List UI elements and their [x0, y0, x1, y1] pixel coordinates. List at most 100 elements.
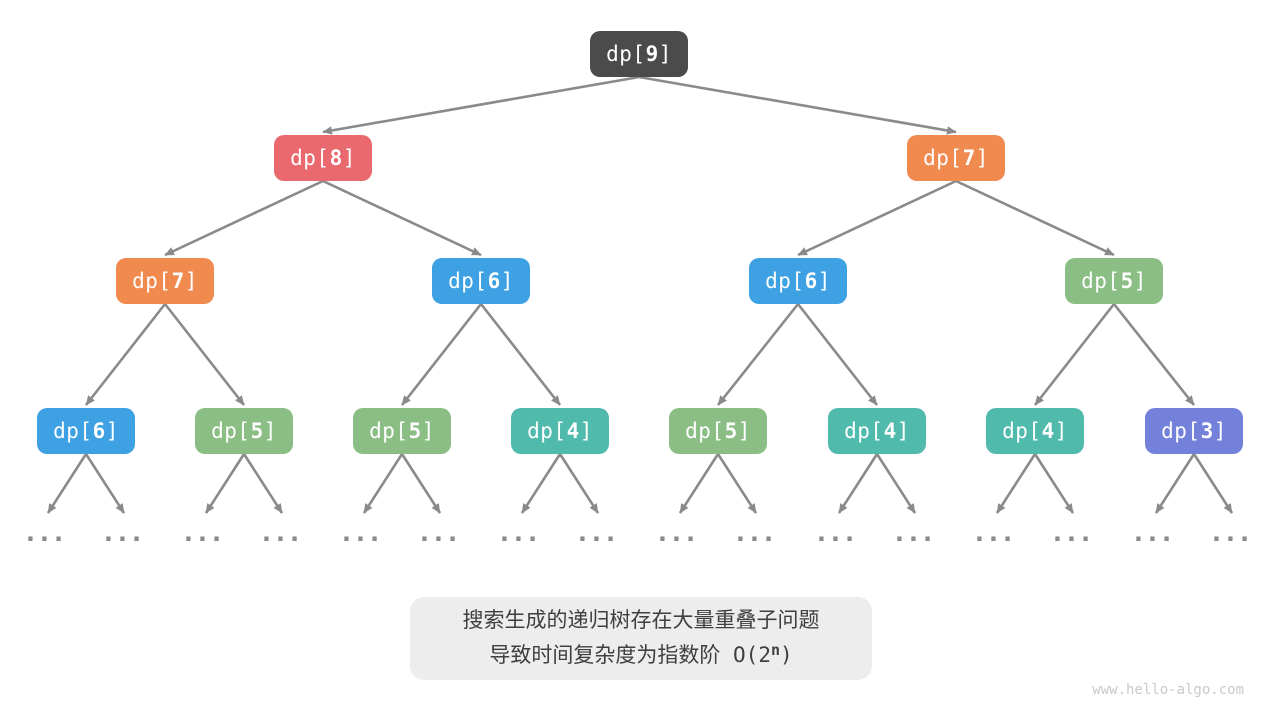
- edge-arrow: [797, 179, 957, 257]
- edge-arrow: [716, 453, 758, 514]
- watermark: www.hello-algo.com: [1092, 682, 1244, 698]
- node-label-index: 5: [250, 419, 264, 443]
- edge-arrow: [955, 179, 1115, 257]
- tree-node-c1-dp6: dp[6]: [37, 408, 135, 454]
- tree-node-b4-dp5: dp[5]: [1065, 258, 1163, 304]
- ellipsis-c7-right: ...: [1052, 519, 1096, 547]
- edge-arrow: [163, 303, 246, 406]
- edge-arrow: [558, 453, 600, 514]
- edge-arrow: [400, 453, 442, 514]
- tree-node-c3-dp5: dp[5]: [353, 408, 451, 454]
- edge-arrow: [1033, 453, 1075, 514]
- node-label-suffix: ]: [658, 42, 672, 66]
- node-label-suffix: ]: [263, 419, 277, 443]
- complexity-formula: O(2n): [733, 640, 793, 667]
- edge-arrow: [1112, 303, 1196, 406]
- node-label-prefix: dp[: [53, 419, 93, 443]
- node-label-suffix: ]: [579, 419, 593, 443]
- node-label-prefix: dp[: [606, 42, 646, 66]
- edge-arrow: [204, 453, 246, 514]
- tree-node-a2-dp7: dp[7]: [907, 135, 1005, 181]
- node-label-index: 5: [1120, 269, 1134, 293]
- edge-arrow: [1154, 453, 1196, 514]
- node-label-index: 6: [92, 419, 106, 443]
- edge-arrow: [638, 75, 957, 135]
- tree-node-b3-dp6: dp[6]: [749, 258, 847, 304]
- edge-arrow: [796, 303, 879, 406]
- ellipsis-c4-right: ...: [577, 519, 621, 547]
- caption-box: 搜索生成的递归树存在大量重叠子问题 导致时间复杂度为指数阶 O(2n): [410, 597, 872, 680]
- edge-arrow: [1033, 303, 1116, 406]
- node-label-suffix: ]: [105, 419, 119, 443]
- node-label-prefix: dp[: [132, 269, 172, 293]
- ellipsis-c4-left: ...: [499, 519, 543, 547]
- node-label-prefix: dp[: [1081, 269, 1121, 293]
- tree-node-c6-dp4: dp[4]: [828, 408, 926, 454]
- node-label-suffix: ]: [500, 269, 514, 293]
- node-label-prefix: dp[: [685, 419, 725, 443]
- caption-line-1: 搜索生成的递归树存在大量重叠子问题: [463, 603, 820, 638]
- node-label-suffix: ]: [1133, 269, 1147, 293]
- ellipsis-c5-right: ...: [735, 519, 779, 547]
- edge-arrow: [400, 303, 483, 406]
- tree-node-b2-dp6: dp[6]: [432, 258, 530, 304]
- tree-node-c8-dp3: dp[3]: [1145, 408, 1243, 454]
- ellipsis-c8-right: ...: [1211, 519, 1255, 547]
- ellipsis-c2-right: ...: [261, 519, 305, 547]
- node-label-prefix: dp[: [1161, 419, 1201, 443]
- node-label-prefix: dp[: [765, 269, 805, 293]
- node-label-prefix: dp[: [1002, 419, 1042, 443]
- caption-text-2: 导致时间复杂度为指数阶: [489, 642, 728, 667]
- node-label-prefix: dp[: [290, 146, 330, 170]
- formula-prefix: O(2: [733, 642, 771, 667]
- tree-node-b1-dp7: dp[7]: [116, 258, 214, 304]
- edge-arrow: [716, 303, 800, 406]
- ellipsis-c1-left: ...: [25, 519, 69, 547]
- edge-arrow: [362, 453, 404, 514]
- node-label-suffix: ]: [342, 146, 356, 170]
- edge-arrow: [164, 179, 324, 257]
- node-label-prefix: dp[: [844, 419, 884, 443]
- node-label-index: 6: [487, 269, 501, 293]
- edge-arrow: [46, 453, 88, 514]
- edge-arrow: [242, 453, 284, 514]
- node-label-suffix: ]: [1054, 419, 1068, 443]
- ellipsis-c2-left: ...: [183, 519, 227, 547]
- node-label-prefix: dp[: [211, 419, 251, 443]
- edge-arrow: [678, 453, 720, 514]
- formula-suffix: ): [780, 642, 793, 667]
- tree-node-c7-dp4: dp[4]: [986, 408, 1084, 454]
- ellipsis-c3-right: ...: [419, 519, 463, 547]
- edge-arrow: [1192, 453, 1234, 514]
- edge-arrow: [479, 303, 562, 406]
- node-label-index: 9: [645, 42, 659, 66]
- node-label-suffix: ]: [975, 146, 989, 170]
- ellipsis-c7-left: ...: [974, 519, 1018, 547]
- caption-line-2: 导致时间复杂度为指数阶 O(2n): [489, 638, 792, 675]
- ellipsis-c3-left: ...: [341, 519, 385, 547]
- edge-arrow: [995, 453, 1037, 514]
- node-label-suffix: ]: [896, 419, 910, 443]
- edge-arrow: [84, 303, 167, 406]
- ellipsis-c6-right: ...: [894, 519, 938, 547]
- formula-exponent: n: [770, 640, 780, 659]
- node-label-suffix: ]: [421, 419, 435, 443]
- node-label-index: 4: [883, 419, 897, 443]
- node-label-suffix: ]: [184, 269, 198, 293]
- node-label-suffix: ]: [817, 269, 831, 293]
- edge-arrow: [322, 179, 482, 257]
- node-label-index: 3: [1200, 419, 1214, 443]
- caption-text-1: 搜索生成的递归树存在大量重叠子问题: [462, 607, 820, 632]
- node-label-index: 4: [1041, 419, 1055, 443]
- node-label-prefix: dp[: [369, 419, 409, 443]
- ellipsis-c8-left: ...: [1133, 519, 1177, 547]
- node-label-index: 5: [408, 419, 422, 443]
- tree-node-a1-dp8: dp[8]: [274, 135, 372, 181]
- node-label-suffix: ]: [1213, 419, 1227, 443]
- ellipsis-c1-right: ...: [103, 519, 147, 547]
- node-label-prefix: dp[: [527, 419, 567, 443]
- edge-arrow: [84, 453, 126, 514]
- node-label-prefix: dp[: [923, 146, 963, 170]
